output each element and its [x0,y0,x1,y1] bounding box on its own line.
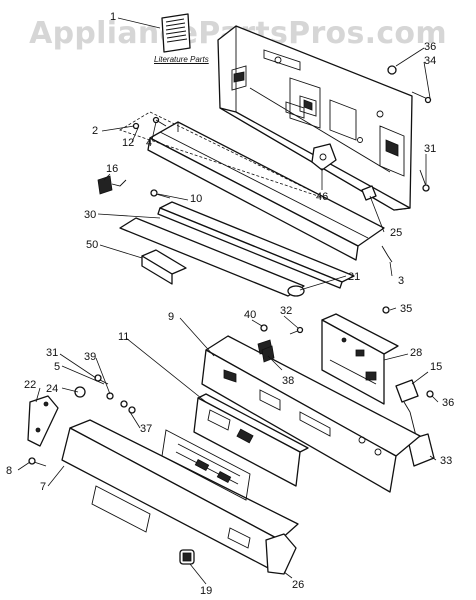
switch-16 [97,175,127,195]
trim-strip-30 [157,201,355,289]
callout-39: 39 [84,351,96,363]
callout-25: 25 [390,227,402,239]
callout-3: 3 [398,275,404,287]
callout-22: 22 [24,379,36,391]
screw-31-right [419,169,430,192]
bracket-50 [141,249,187,285]
literature-booklet [161,13,191,53]
callout-36-top: 36 [424,41,436,53]
control-board-28 [321,313,399,405]
callout-50: 50 [86,239,98,251]
callout-2: 2 [92,125,98,137]
callout-9: 9 [168,311,174,323]
control-housing [119,111,385,261]
callout-8: 8 [6,465,12,477]
callout-7: 7 [40,481,46,493]
callout-21: 21 [348,271,360,283]
bracket-46 [311,143,337,171]
end-cap-26 [265,533,297,575]
callout-35: 35 [400,303,412,315]
relay-33 [407,411,435,467]
end-cap-22 [27,395,59,447]
control-panel-frame-9 [201,335,421,493]
screws-36-34 [387,65,432,104]
callout-15: 15 [430,361,442,373]
callout-38: 38 [282,375,294,387]
leader-lines [17,17,439,585]
callout-labels: 1 36 34 2 12 4 31 16 10 46 30 25 50 21 3… [6,11,454,597]
callout-32: 32 [280,305,292,317]
callout-30: 30 [84,209,96,221]
callout-12: 12 [122,137,134,149]
callout-40: 40 [244,309,256,321]
callout-28: 28 [410,347,422,359]
screw-10 [150,189,171,199]
knob-19 [179,549,195,565]
callout-26: 26 [292,579,304,591]
literature-parts-label: Literature Parts [154,55,209,64]
screw-36-right [426,390,434,398]
callout-5: 5 [54,361,60,373]
callout-11: 11 [118,331,129,343]
screws-12-4 [132,116,167,130]
callout-33: 33 [440,455,452,467]
callout-36-right: 36 [442,397,454,409]
screw-35 [382,306,390,314]
front-control-panel-7 [61,419,299,571]
overlay-11 [193,393,309,487]
clip-25 [361,185,377,201]
tube-21 [119,217,305,297]
callout-31-left: 31 [46,347,58,359]
callout-31-right: 31 [424,143,436,155]
callout-46: 46 [316,191,328,203]
callout-34: 34 [424,55,436,67]
screw-8 [28,457,47,467]
bracket-3 [381,245,393,263]
callout-1: 1 [110,11,116,23]
component-40-38 [257,324,304,363]
relay-15 [395,379,419,413]
callout-24: 24 [46,383,58,395]
callout-4: 4 [146,137,152,149]
callout-16: 16 [106,163,118,175]
callout-19: 19 [200,585,212,597]
callout-10: 10 [190,193,202,205]
callout-37: 37 [140,423,152,435]
